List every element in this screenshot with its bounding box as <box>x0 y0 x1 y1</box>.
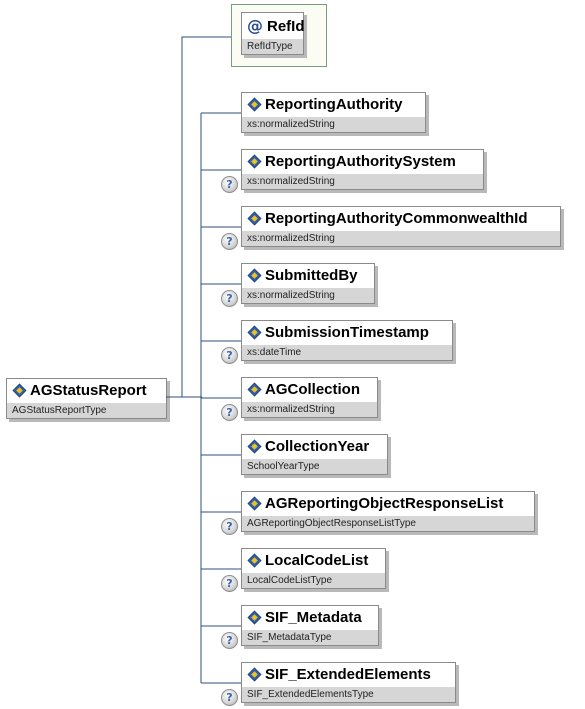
element-name-row: AGCollection <box>242 378 377 400</box>
element-name-row: SubmittedBy <box>242 264 374 286</box>
element-diamond-icon <box>247 495 262 511</box>
optional-question-icon: ? <box>221 176 238 193</box>
element-name: SubmissionTimestamp <box>265 323 429 341</box>
element-node[interactable]: ReportingAuthorityCommonwealthId xs:norma… <box>241 206 561 247</box>
attribute-type: RefIdType <box>242 39 303 54</box>
element-type: xs:normalizedString <box>242 402 377 417</box>
element-node[interactable]: SubmittedBy xs:normalizedString <box>241 263 375 304</box>
root-type: AGStatusReportType <box>7 403 166 418</box>
element-diamond-icon <box>247 210 262 226</box>
sequence-connector-icon <box>166 396 202 398</box>
element-name-row: SIF_Metadata <box>242 606 378 628</box>
optional-question-icon: ? <box>221 575 238 592</box>
element-diamond-icon <box>12 382 27 398</box>
root-node[interactable]: AGStatusReport AGStatusReportType <box>6 378 167 419</box>
root-name: AGStatusReport <box>30 381 147 399</box>
element-diamond-icon <box>247 438 262 454</box>
optional-question-icon: ? <box>221 290 238 307</box>
element-type: SIF_MetadataType <box>242 630 378 645</box>
element-name-row: ReportingAuthoritySystem <box>242 150 483 172</box>
element-diamond-icon <box>247 609 262 625</box>
element-type: SchoolYearType <box>242 459 387 474</box>
element-type: SIF_ExtendedElementsType <box>242 687 455 702</box>
element-name: AGReportingObjectResponseList <box>265 494 504 512</box>
element-name-row: SubmissionTimestamp <box>242 321 452 343</box>
element-name: SIF_Metadata <box>265 608 362 626</box>
element-diamond-icon <box>247 267 262 283</box>
element-name-row: SIF_ExtendedElements <box>242 663 455 685</box>
element-name: ReportingAuthority <box>265 95 403 113</box>
element-diamond-icon <box>247 96 262 112</box>
element-name-row: CollectionYear <box>242 435 387 457</box>
element-name: SubmittedBy <box>265 266 358 284</box>
element-name: AGCollection <box>265 380 361 398</box>
element-type: xs:dateTime <box>242 345 452 360</box>
element-node[interactable]: AGCollection xs:normalizedString <box>241 377 378 418</box>
attribute-node[interactable]: @ RefId RefIdType <box>241 12 305 55</box>
element-type: AGReportingObjectResponseListType <box>242 516 534 531</box>
element-diamond-icon <box>247 153 262 169</box>
element-type: xs:normalizedString <box>242 117 425 132</box>
optional-question-icon: ? <box>221 518 238 535</box>
optional-question-icon: ? <box>221 632 238 649</box>
element-name: ReportingAuthoritySystem <box>265 152 456 170</box>
element-type: xs:normalizedString <box>242 231 560 246</box>
optional-question-icon: ? <box>221 404 238 421</box>
element-name-row: ReportingAuthority <box>242 93 425 115</box>
attribute-name: RefId <box>267 17 305 35</box>
element-name-row: LocalCodeList <box>242 549 385 571</box>
element-type: xs:normalizedString <box>242 288 374 303</box>
element-diamond-icon <box>247 381 262 397</box>
element-name: LocalCodeList <box>265 551 369 569</box>
element-name: ReportingAuthorityCommonwealthId <box>265 209 528 227</box>
optional-question-icon: ? <box>221 689 238 706</box>
element-node[interactable]: ReportingAuthority xs:normalizedString <box>241 92 426 133</box>
element-diamond-icon <box>247 552 262 568</box>
attribute-at-icon: @ <box>247 16 263 35</box>
element-name: CollectionYear <box>265 437 370 455</box>
element-name-row: ReportingAuthorityCommonwealthId <box>242 207 560 229</box>
element-diamond-icon <box>247 324 262 340</box>
element-name-row: AGReportingObjectResponseList <box>242 492 534 514</box>
element-type: LocalCodeListType <box>242 573 385 588</box>
element-node[interactable]: SubmissionTimestamp xs:dateTime <box>241 320 453 361</box>
optional-question-icon: ? <box>221 347 238 364</box>
element-node[interactable]: ReportingAuthoritySystem xs:normalizedStr… <box>241 149 484 190</box>
optional-question-icon: ? <box>221 233 238 250</box>
element-name: SIF_ExtendedElements <box>265 665 431 683</box>
element-type: xs:normalizedString <box>242 174 483 189</box>
element-diamond-icon <box>247 666 262 682</box>
